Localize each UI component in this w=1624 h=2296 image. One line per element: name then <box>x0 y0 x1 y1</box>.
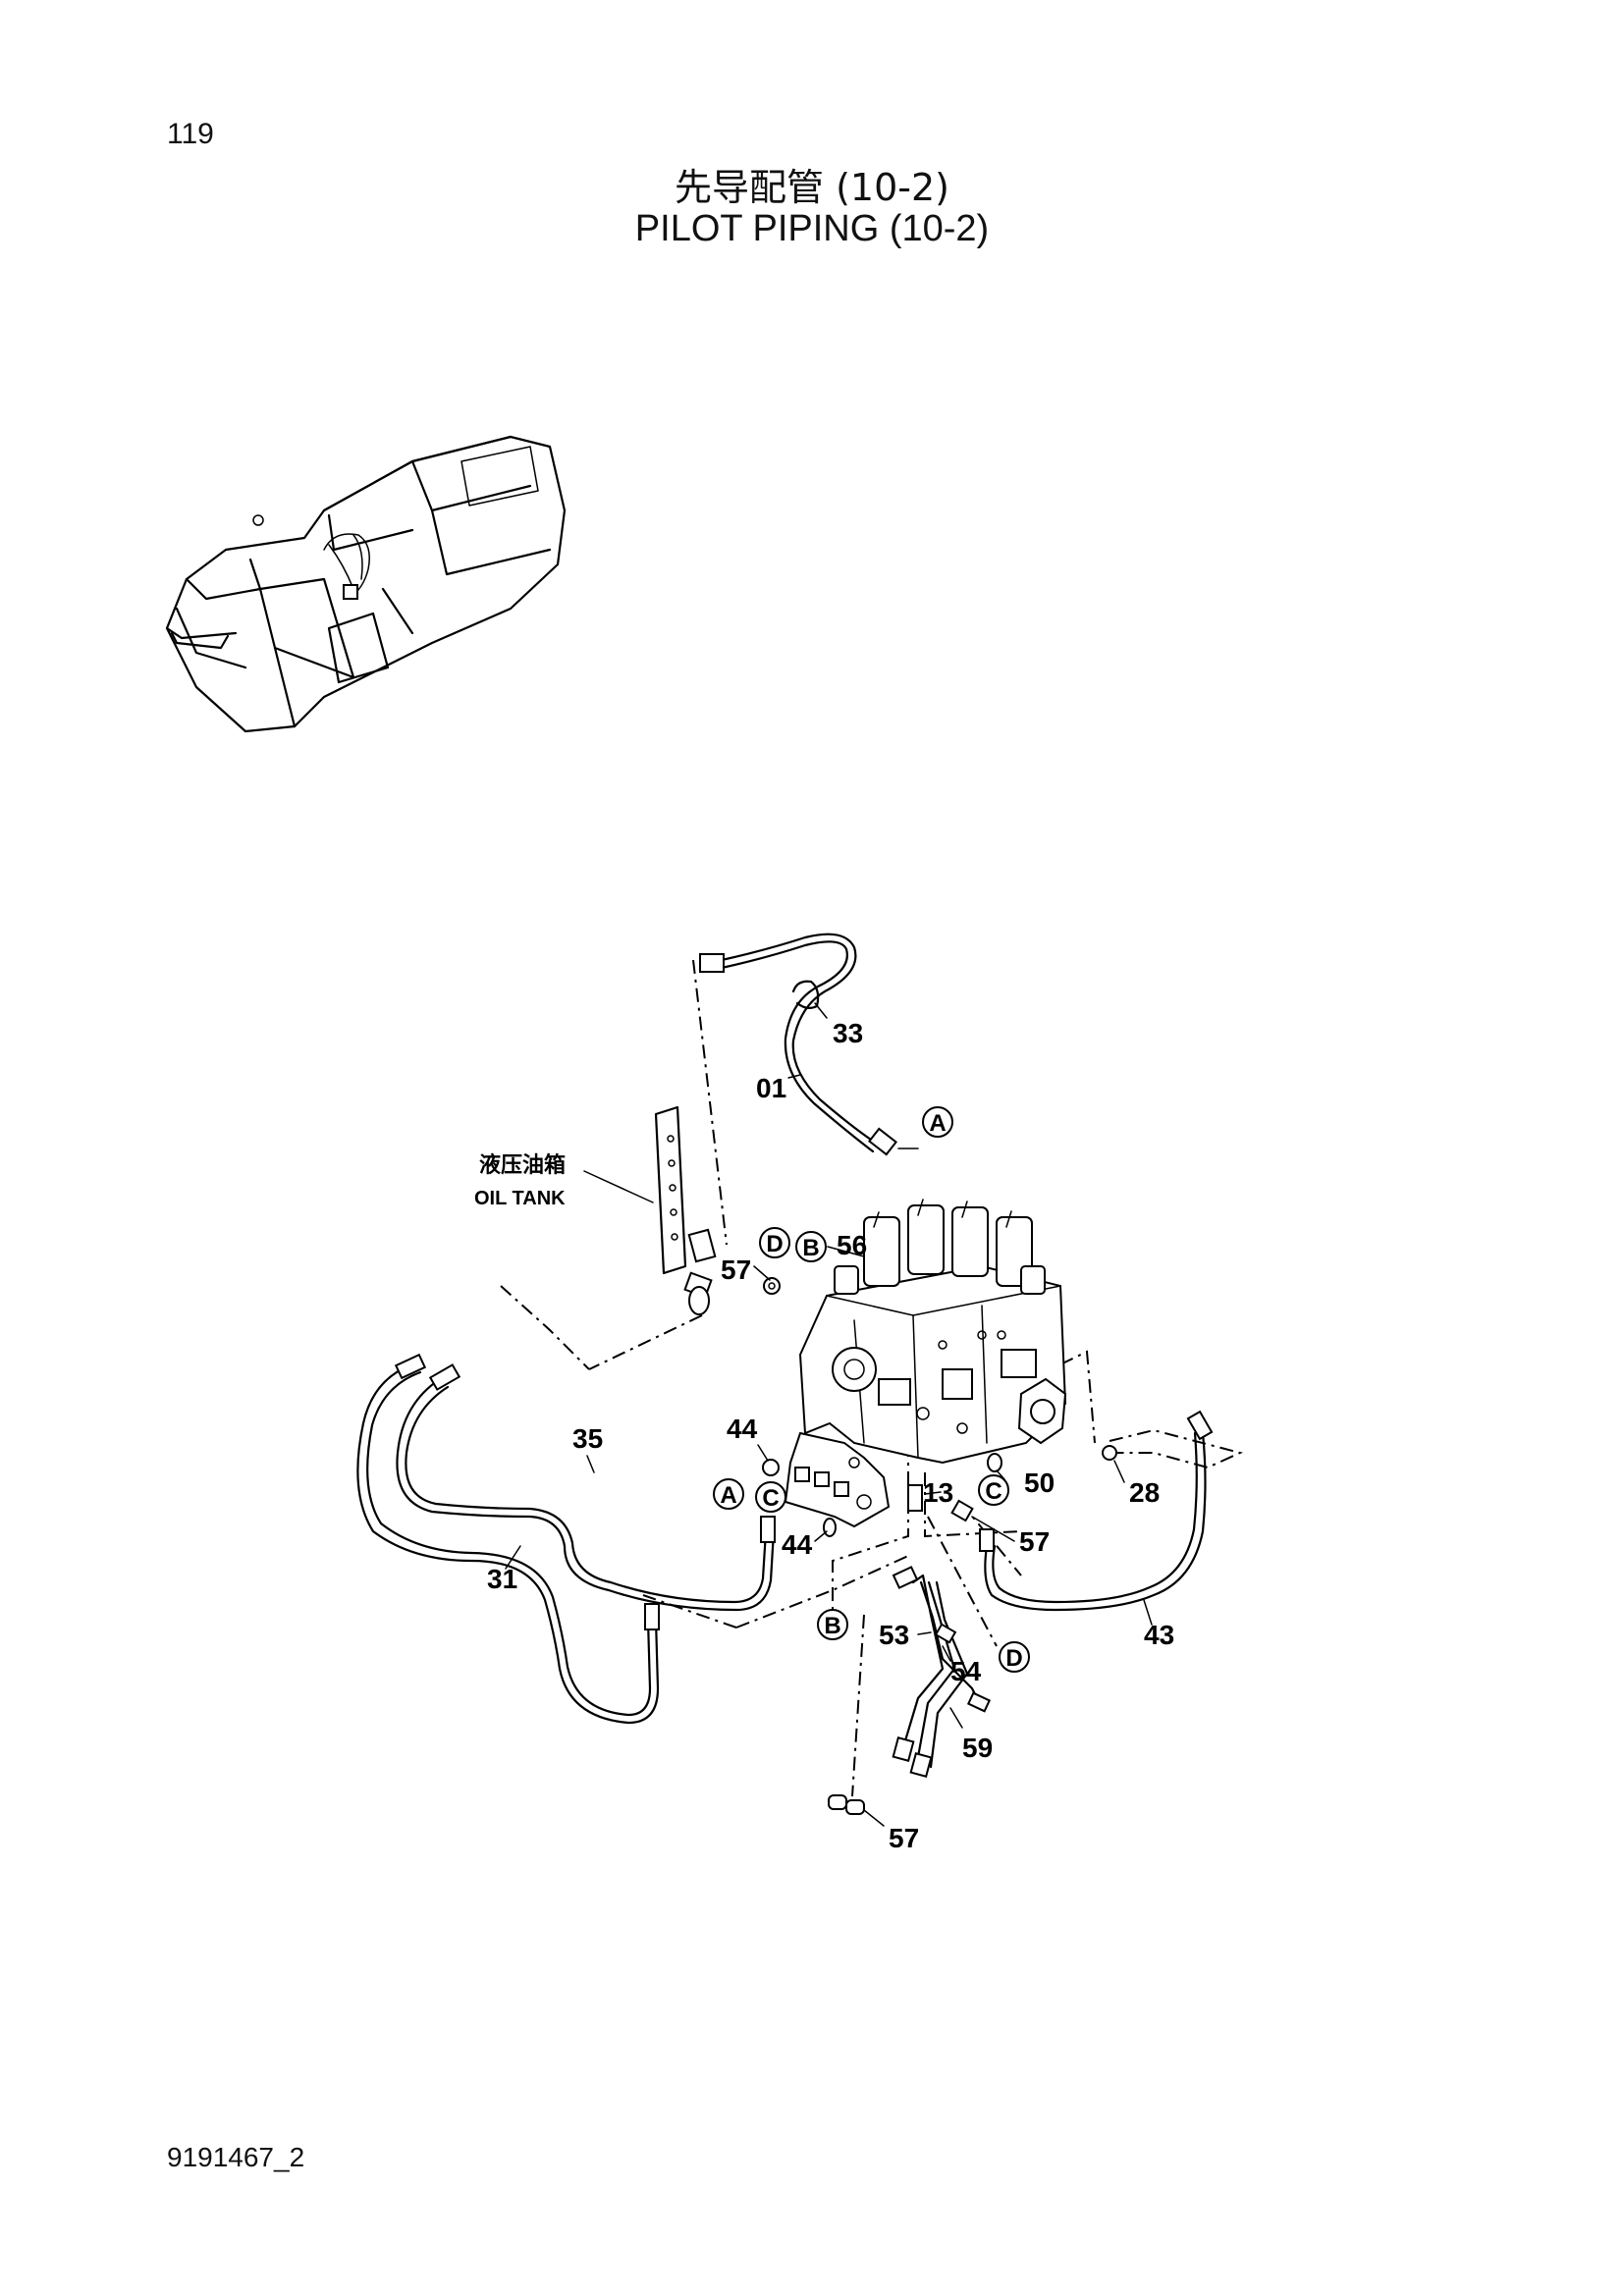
clamp-33 <box>791 980 820 1010</box>
machine-overview-illustration <box>165 435 567 733</box>
hose-43 <box>979 1410 1214 1612</box>
oil-tank-label-chinese: 液压油箱 <box>479 1152 566 1178</box>
callout-44-lower: 44 <box>782 1529 813 1560</box>
marker-d-top-label: D <box>766 1231 783 1257</box>
callout-50: 50 <box>1024 1468 1055 1498</box>
fitting-57-upper <box>763 1277 781 1295</box>
marker-a-top-label: A <box>929 1110 946 1137</box>
page-title-chinese: 先导配管 (10-2) <box>675 166 949 209</box>
callout-13: 13 <box>923 1477 953 1508</box>
fitting-13 <box>907 1484 923 1512</box>
callout-59: 59 <box>962 1733 993 1763</box>
marker-c-right-label: C <box>985 1478 1001 1505</box>
page-number: 119 <box>167 118 214 150</box>
marker-b-top: B <box>795 1231 827 1262</box>
callout-56: 56 <box>837 1230 867 1260</box>
marker-b-bottom: B <box>817 1609 848 1640</box>
document-code: 9191467_2 <box>167 2142 305 2172</box>
marker-d-bottom: D <box>999 1641 1030 1673</box>
fitting-50 <box>987 1453 1002 1472</box>
marker-a-left: A <box>713 1478 744 1510</box>
marker-c-right: C <box>978 1474 1009 1506</box>
callout-43: 43 <box>1144 1620 1174 1650</box>
callout-35: 35 <box>572 1423 603 1454</box>
hose-31 <box>356 1353 660 1725</box>
marker-a-left-label: A <box>720 1482 736 1509</box>
marker-b-top-label: B <box>802 1235 819 1261</box>
marker-a-top: A <box>922 1106 953 1138</box>
fitting-44-upper <box>762 1459 780 1476</box>
hose-01 <box>699 933 897 1156</box>
marker-c-left-label: C <box>762 1485 779 1512</box>
callout-57-lower: 57 <box>889 1823 919 1853</box>
marker-d-bottom-label: D <box>1005 1645 1022 1672</box>
fitting-57-middle <box>950 1499 974 1522</box>
callout-28: 28 <box>1129 1477 1160 1508</box>
page-title-english: PILOT PIPING (10-2) <box>634 208 990 249</box>
oil-tank-plate <box>583 1105 687 1275</box>
callout-54: 54 <box>950 1656 982 1686</box>
fitting-28 <box>1102 1445 1117 1461</box>
callout-01: 01 <box>756 1073 786 1103</box>
marker-c-left: C <box>755 1481 786 1513</box>
hose-35 <box>396 1363 776 1612</box>
marker-b-bottom-label: B <box>824 1613 840 1639</box>
valve-bracket <box>784 1431 891 1528</box>
fitting-44-lower <box>823 1518 837 1537</box>
marker-d-top: D <box>759 1227 790 1258</box>
callout-31: 31 <box>487 1564 517 1594</box>
control-valve-block <box>798 1199 1067 1465</box>
callout-57-upper: 57 <box>721 1255 751 1285</box>
tank-fittings <box>683 1228 717 1315</box>
callout-33: 33 <box>833 1018 863 1048</box>
callout-44-upper: 44 <box>727 1414 758 1444</box>
pilot-pipes-53-54-59 <box>892 1566 992 1778</box>
callout-57-middle: 57 <box>1019 1526 1050 1557</box>
callout-53: 53 <box>879 1620 909 1650</box>
leader-lines <box>505 1002 1153 1729</box>
dashed-connection-lines <box>500 959 1243 1797</box>
fitting-57-lower <box>828 1794 885 1827</box>
oil-tank-label-english: OIL TANK <box>474 1188 566 1209</box>
